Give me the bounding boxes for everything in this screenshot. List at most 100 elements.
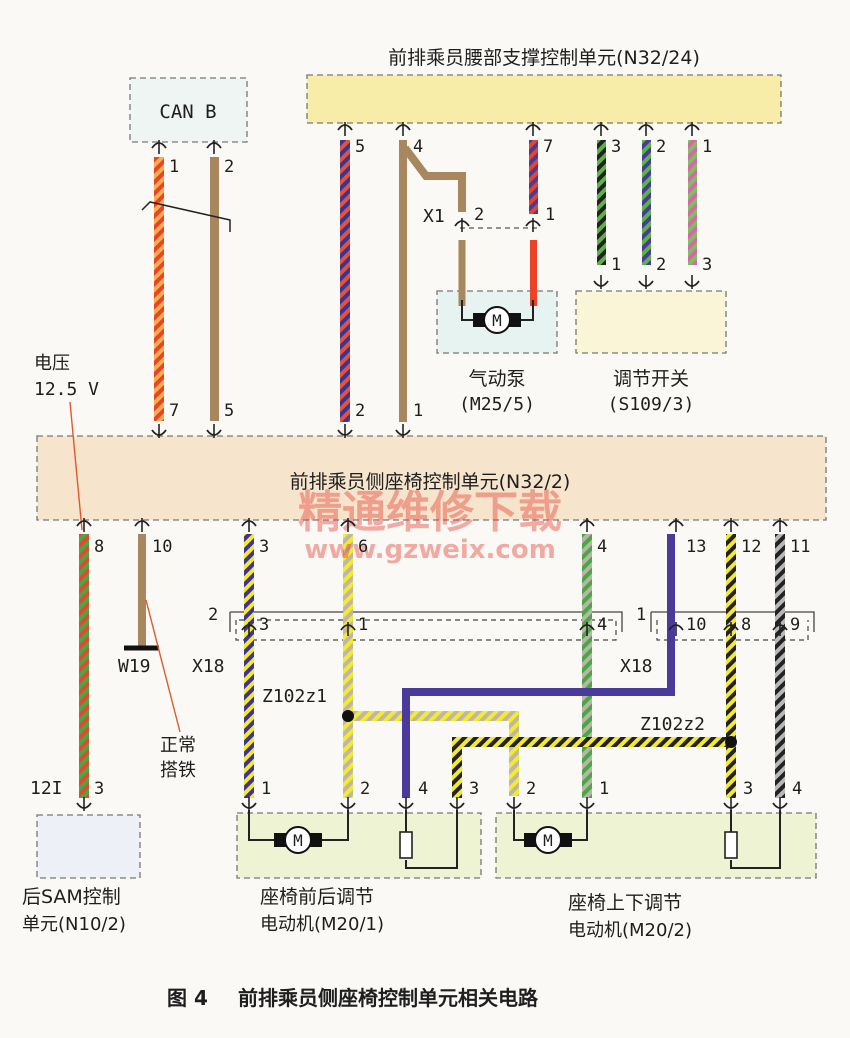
pin-terminal: [579, 622, 595, 636]
ground-label-2: 搭铁: [160, 760, 196, 781]
pin-label: 3: [469, 779, 479, 799]
pin-label: 4: [413, 137, 423, 157]
motor1-name: 座椅前后调节: [260, 886, 374, 908]
pin-terminal: [151, 424, 167, 438]
can-wire-2: [210, 157, 219, 421]
splice-z102z2: [725, 736, 737, 748]
splice2-label: Z102z2: [640, 714, 705, 735]
ground-point-label: W19: [118, 656, 151, 677]
can-b-label: CAN B: [159, 101, 216, 123]
pin-label: 4: [792, 779, 802, 799]
pin-terminal: [723, 622, 739, 636]
pin-label: 3: [94, 779, 104, 799]
pin-terminal: [449, 797, 465, 811]
watermark-cn: 精通维修下载: [298, 487, 562, 538]
pin-label: 4: [597, 537, 607, 557]
caption-number: 图 4: [167, 986, 208, 1010]
motor2-icon: M: [524, 826, 572, 854]
pin-label: 9: [790, 615, 800, 635]
pin-label: 1: [702, 137, 712, 157]
wire-main6-m1-2: [343, 534, 353, 798]
pin-label: 4: [418, 779, 428, 799]
pin-terminal: [151, 140, 167, 154]
pin-terminal: [76, 518, 92, 532]
wire-top2-switch2: [642, 140, 651, 265]
voltage-leader: [69, 401, 83, 531]
pin-terminal: [395, 122, 411, 136]
pin-label: 7: [543, 137, 553, 157]
wire-main11-m2-4: [775, 534, 785, 798]
pin-label: 6: [358, 537, 368, 557]
pin-label: 3: [259, 615, 269, 635]
pin-label: 2: [656, 137, 666, 157]
voltage-label: 电压: [34, 353, 70, 374]
pin-label: 8: [94, 537, 104, 557]
ground-label-1: 正常: [160, 735, 196, 756]
pin-label: 10: [686, 615, 706, 635]
x18-left-label: X18: [192, 656, 225, 677]
pin-terminal: [772, 622, 788, 636]
wire-main4-m2-1: [582, 534, 592, 798]
voltage-value: 12.5 V: [34, 379, 99, 400]
pin-terminal: [241, 797, 257, 811]
svg-text:M: M: [492, 311, 502, 330]
motor2-internal: [513, 810, 781, 869]
wire-main13-m1-4: [402, 534, 675, 798]
pin-terminal: [134, 518, 150, 532]
main-seat-control-unit: [36, 435, 827, 521]
pin-label: 2: [224, 157, 234, 177]
pin-label: 1: [413, 401, 423, 421]
switch-name: 调节开关: [613, 368, 689, 390]
pin-label: 13: [686, 537, 706, 557]
pin-terminal: [593, 275, 609, 289]
pin-label: 8: [741, 615, 751, 635]
pin-label: 3: [611, 137, 621, 157]
wire-top7-x1: [529, 140, 538, 214]
pin-label: 2: [656, 255, 666, 275]
pin-label: 1: [169, 157, 179, 177]
pin-label: 7: [169, 401, 179, 421]
pin-label: 2: [208, 605, 218, 625]
pin-terminal: [506, 797, 522, 811]
x18-left-connector: [229, 611, 623, 641]
pin-terminal: [684, 122, 700, 136]
top-control-unit: [306, 74, 782, 124]
pin-label: 1: [611, 255, 621, 275]
wire-main12-m2-3: [726, 534, 736, 798]
can-twist-mark: [141, 201, 231, 232]
pin-label: 1: [636, 605, 646, 625]
sam-name: 后SAM控制: [22, 886, 121, 908]
wire-z2-m1-3: [452, 737, 731, 798]
caption-text: 前排乘员侧座椅控制单元相关电路: [238, 986, 539, 1010]
pin-terminal: [340, 797, 356, 811]
sam-code: 单元(N10/2): [22, 914, 126, 935]
wire-top1-switch3: [688, 140, 697, 265]
pin-label: 3: [259, 537, 269, 557]
pin-label: 5: [355, 137, 365, 157]
pin-label: 11: [790, 537, 810, 557]
pin-terminal: [398, 797, 414, 811]
pin-terminal: [593, 122, 609, 136]
pin-terminal: [525, 122, 541, 136]
pin-label: 3: [702, 255, 712, 275]
wire-top3-switch1: [597, 140, 606, 265]
motor2-code: 电动机(M20/2): [568, 920, 692, 941]
wire-main3-m1-1: [244, 534, 254, 798]
pin-terminal: [668, 518, 684, 532]
switch-box: [575, 290, 727, 354]
motor2-name: 座椅上下调节: [568, 892, 682, 914]
pin-terminal: [723, 797, 739, 811]
pin-terminal: [206, 140, 222, 154]
pin-terminal: [668, 622, 684, 636]
pin-terminal: [454, 218, 470, 232]
x18-right-connector: [650, 611, 815, 641]
wire-top4-main1: [399, 140, 407, 422]
pump-name: 气动泵: [468, 368, 525, 390]
main-unit-title: 前排乘员侧座椅控制单元(N32/2): [290, 471, 571, 493]
pin-terminal: [337, 424, 353, 438]
pin-label: 1: [358, 615, 368, 635]
pin-label: 2: [526, 779, 536, 799]
sam-pin-prefix: 12I: [30, 778, 63, 799]
